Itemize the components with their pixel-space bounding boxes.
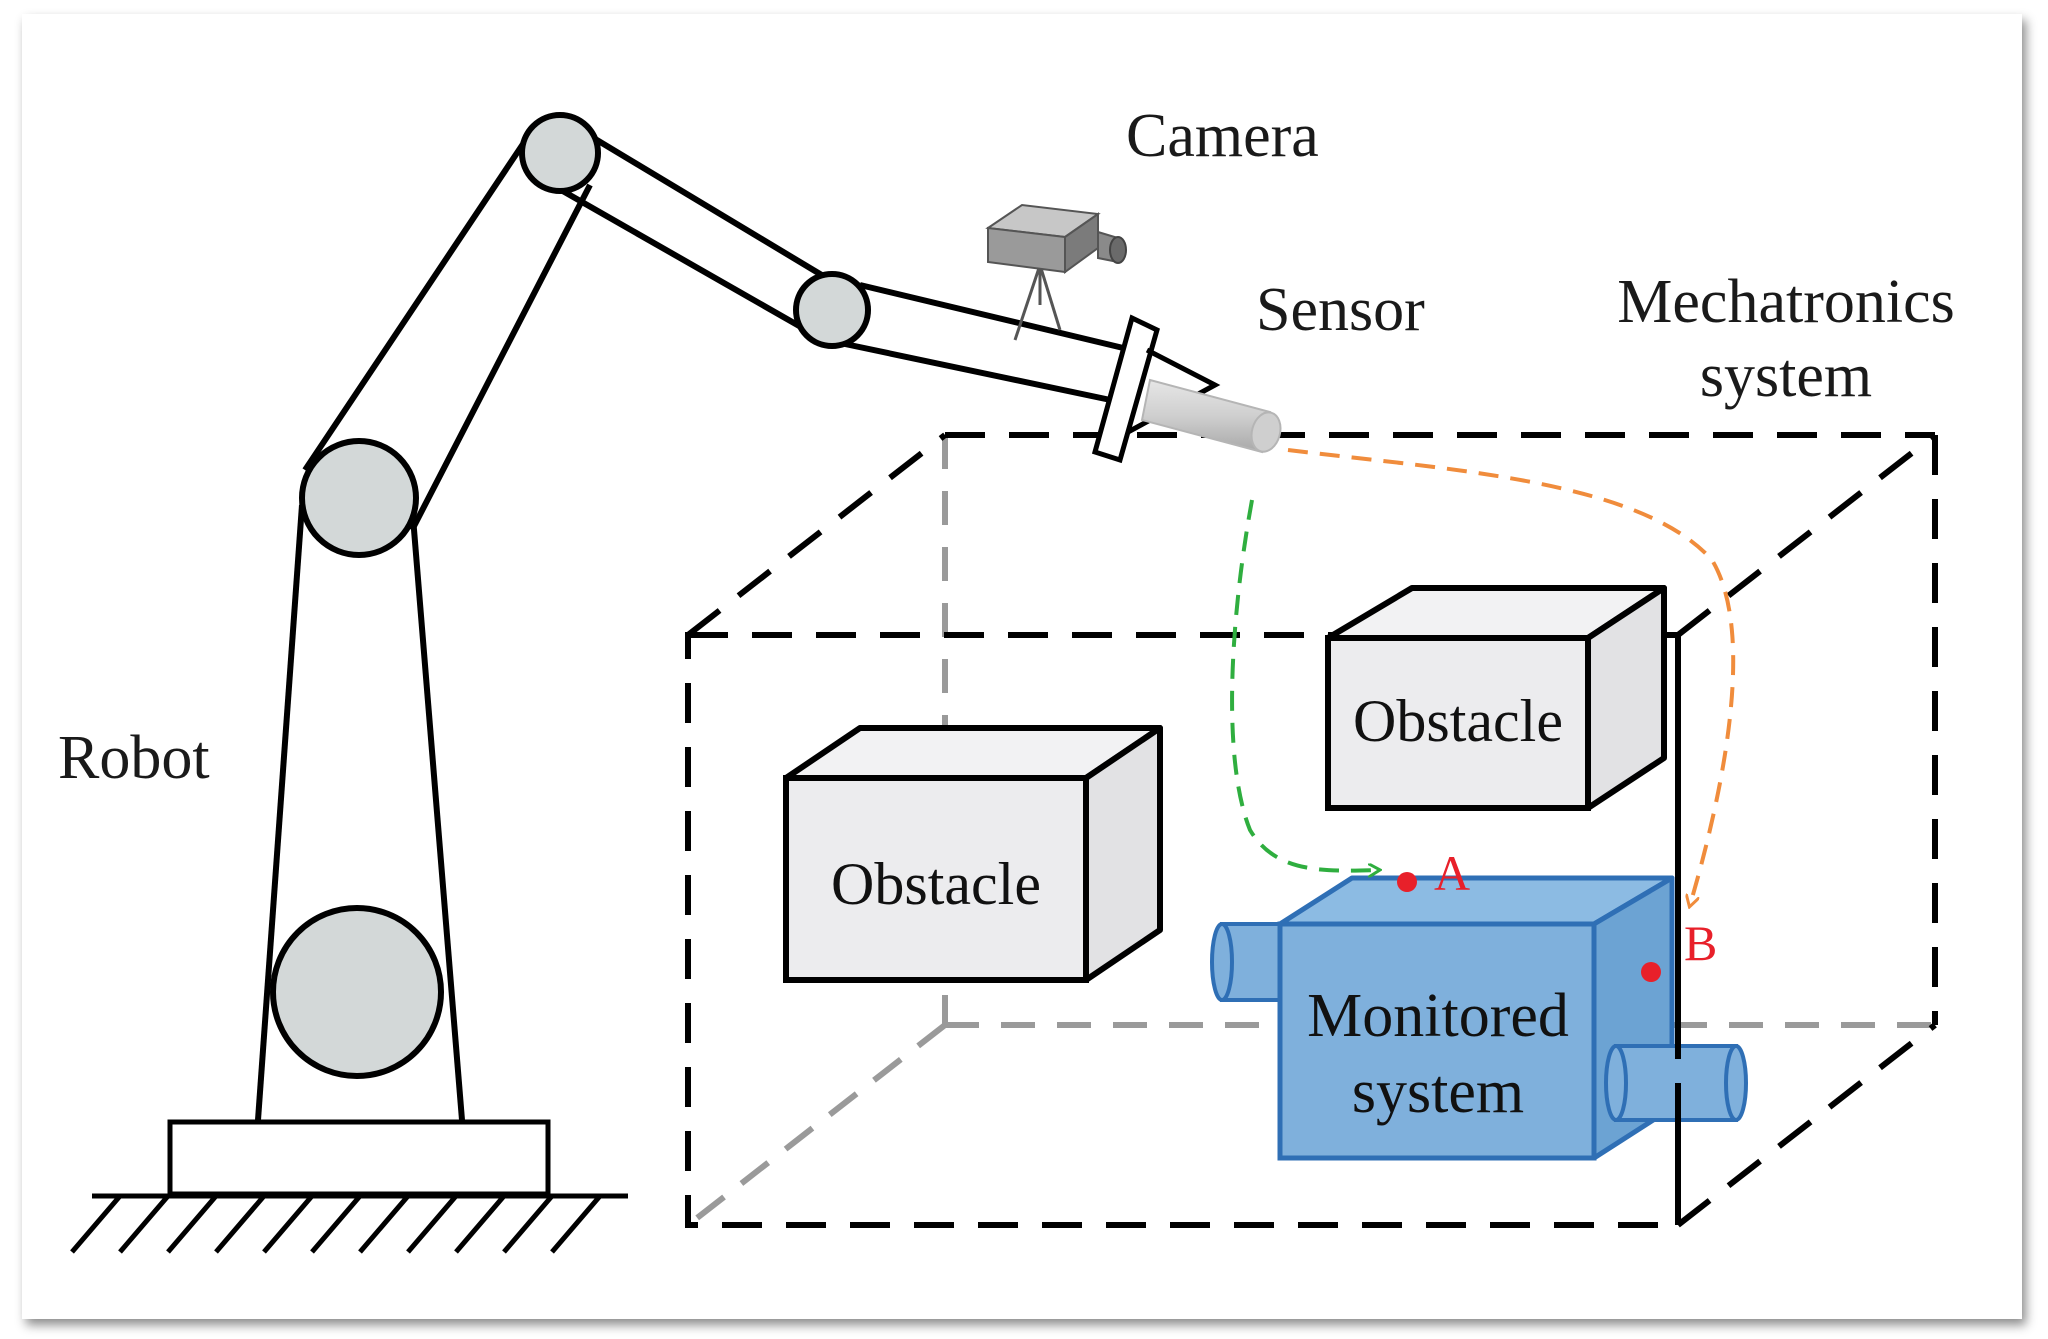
camera-label: Camera — [1126, 102, 1319, 170]
point-a-label: A — [1434, 845, 1470, 901]
mechatronics-label-line2: system — [1700, 342, 1872, 410]
robot-joint-wrist — [793, 271, 871, 349]
robot-joint-shoulder — [299, 438, 419, 558]
robot-base — [167, 1119, 551, 1197]
point-b-label: B — [1684, 915, 1717, 971]
obstacle-left — [783, 725, 1163, 983]
point-a-marker — [1397, 872, 1417, 892]
path-to-point-b — [1287, 448, 1736, 905]
mechatronics-label-line1: Mechatronics — [1617, 268, 1954, 336]
robot-lower-link — [255, 504, 465, 1121]
robot-label: Robot — [58, 724, 210, 792]
robot-forearm-link — [538, 122, 832, 338]
sensor-probe-icon — [1140, 378, 1282, 454]
obstacle-right — [1325, 585, 1667, 811]
robot-upper-link — [302, 136, 593, 532]
monitored-system — [1210, 875, 1748, 1161]
ground-hatch-icon — [70, 1193, 628, 1254]
point-b-marker — [1641, 962, 1661, 982]
robot-arm — [70, 112, 1282, 1254]
robot-joint-base — [270, 905, 444, 1079]
obstacle-left-label: Obstacle — [831, 851, 1041, 917]
monitored-label-line2: system — [1352, 1058, 1524, 1126]
obstacle-right-label: Obstacle — [1353, 688, 1563, 754]
robot-joint-elbow — [519, 112, 601, 194]
camera-icon — [985, 203, 1127, 341]
monitored-label-line1: Monitored — [1307, 982, 1569, 1050]
robot-wrist-link — [844, 282, 1141, 405]
path-to-point-a — [1230, 499, 1378, 871]
sensor-label: Sensor — [1256, 276, 1425, 344]
